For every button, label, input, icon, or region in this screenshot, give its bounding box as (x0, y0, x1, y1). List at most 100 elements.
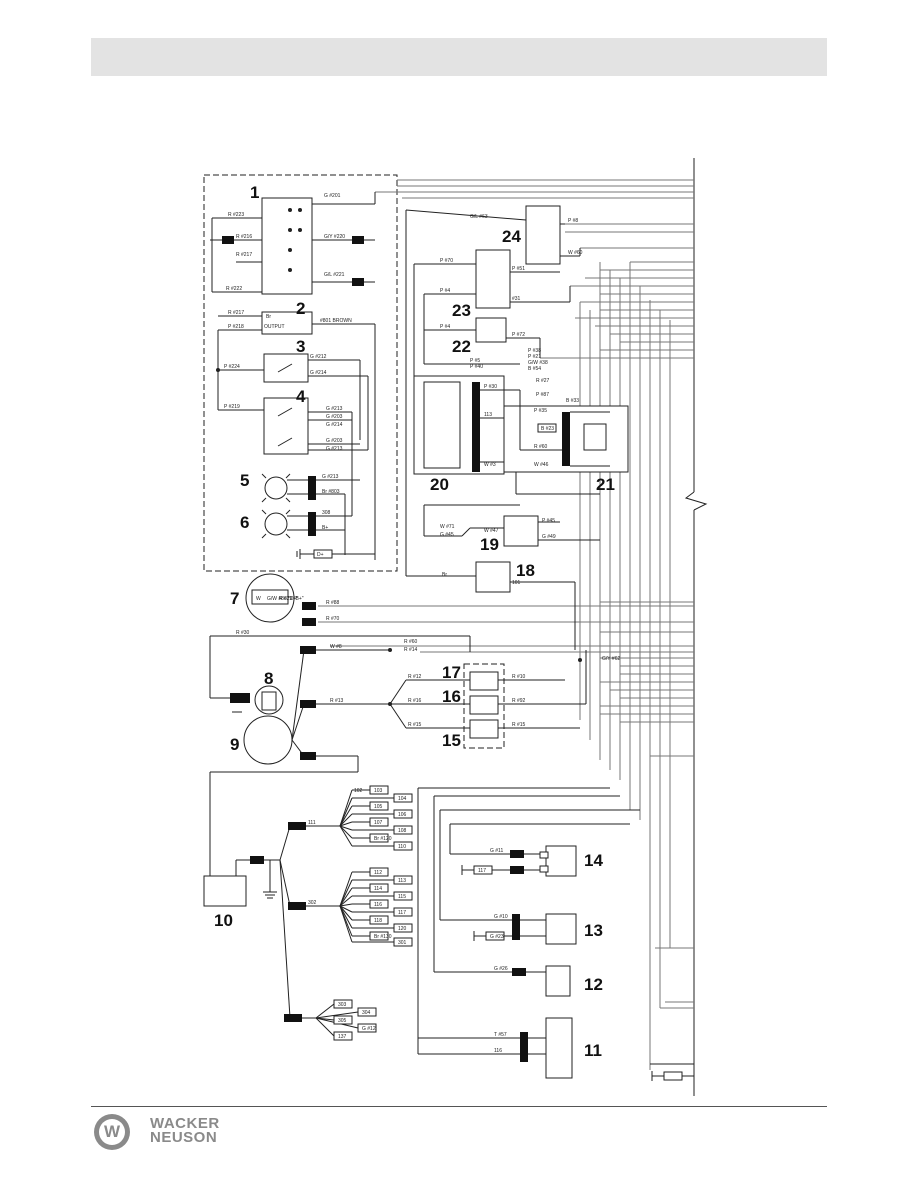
wire-label: W #71 (440, 524, 455, 530)
wire-label: W #47 (484, 528, 499, 534)
wire-label: R #14 (404, 647, 418, 653)
footer-rule (91, 1106, 827, 1107)
ground-label: 118 (374, 918, 382, 924)
wire-label: G #214 (310, 370, 327, 376)
ground-label: 103 (374, 788, 383, 794)
wire-label: Br (442, 572, 447, 578)
wire-label: G #213 (326, 446, 343, 452)
component-6-lamp (261, 494, 352, 555)
wire-label: R #92 (512, 698, 526, 704)
wire-label: G #45 (440, 532, 454, 538)
component-15-label: 15 (442, 731, 461, 750)
wire-label: P #219 (224, 404, 240, 410)
page-header-bar (91, 38, 827, 76)
wire-label: P #21 (528, 354, 541, 360)
ground-label: 105 (374, 804, 383, 810)
wire-label: P #87 (536, 392, 549, 398)
ground-bus-2 (306, 867, 413, 947)
wire-label: R #30 (236, 630, 250, 636)
ground-label: 107 (374, 820, 383, 826)
wire-label: W #8 (330, 644, 342, 650)
wire-label: G #203 (326, 414, 343, 420)
wire-label: R #216 (236, 234, 252, 240)
component-2-label: 2 (296, 299, 305, 318)
wire-label: P #4 (440, 288, 450, 294)
component-13-label: 13 (584, 921, 603, 940)
ground-308-label: D+ (317, 552, 324, 558)
component-4-label: 4 (296, 387, 306, 406)
wire-label: P #38 (528, 348, 541, 354)
wire-label: W #60 (568, 250, 583, 256)
ground-label: 120 (398, 926, 407, 932)
component-23-relay (414, 249, 571, 330)
component-17-label: 17 (442, 663, 461, 682)
component-18-label: 18 (516, 561, 535, 580)
wire-label: 113 (484, 412, 492, 418)
ground-label: 304 (362, 1010, 371, 1016)
wire-label: B #54 (528, 366, 541, 372)
component-1-label: 1 (250, 183, 259, 202)
wire-label: OUTPUT (264, 324, 285, 330)
component-20-label: 20 (430, 475, 449, 494)
wire-label: R #15 (512, 722, 526, 728)
wire-label: B #33 (566, 398, 579, 404)
wire-label: P #70 (440, 258, 453, 264)
ground-label: 303 (338, 1002, 347, 1008)
wire-label: R #13 (330, 698, 344, 704)
component-3-label: 3 (296, 337, 305, 356)
ground-bus-1 (306, 785, 413, 851)
wire-label: P #35 (534, 408, 547, 414)
wire-label: Br #803 (322, 489, 340, 495)
component-11-label: 11 (584, 1041, 602, 1060)
fuse-enclosure (463, 663, 505, 749)
wire-label: P #4 (440, 324, 450, 330)
ground-label: 112 (374, 870, 382, 876)
wire-label: R #12 (408, 674, 422, 680)
component-12-label: 12 (584, 975, 603, 994)
ground-label: 106 (398, 812, 407, 818)
ground-label: 117 (478, 868, 486, 874)
wire-label: 302 (308, 900, 317, 906)
wire-label: P #8 (568, 218, 578, 224)
wire-label: G #201 (324, 193, 341, 199)
ground-label: 137 (338, 1034, 347, 1040)
component-16-label: 16 (442, 687, 461, 706)
component-5-lamp (261, 473, 360, 503)
wire-label: G/L #63 (470, 214, 488, 220)
component-numbers: 1 2 3 4 5 6 7 8 9 10 11 12 13 14 15 16 1… (214, 183, 615, 1060)
wire-label: G/L #221 (324, 272, 345, 278)
component-21-label: 21 (596, 475, 615, 494)
wire-label: G #26 (494, 966, 508, 972)
ground-label: 116 (374, 902, 382, 908)
wire-label: G/Y #62 (602, 656, 620, 662)
component-13-sensor (439, 809, 640, 945)
wire-label: P #72 (512, 332, 525, 338)
wire-label: G #213 (326, 406, 343, 412)
wire-label: G/Y #220 (324, 234, 345, 240)
wire-label: G #213 (322, 474, 339, 480)
wire-label: P #5 (470, 358, 480, 364)
component-1-key-switch (210, 192, 376, 295)
ground-label: 104 (398, 796, 407, 802)
wire-label: #31 (512, 296, 521, 302)
component-10-label: 10 (214, 911, 233, 930)
ground-label: 117 (398, 910, 406, 916)
wire-label: R #222 (226, 286, 242, 292)
wire-label: G #49 (542, 534, 556, 540)
component-8-starter-solenoid (209, 635, 471, 715)
wire-label: G #214 (326, 422, 343, 428)
wire-label: T #57 (494, 1032, 507, 1038)
wire-label: R #70 (326, 616, 340, 622)
wacker-neuson-logo-icon: W (94, 1114, 130, 1150)
component-23-label: 23 (452, 301, 471, 320)
component-9-label: 9 (230, 735, 239, 754)
wire-label: R #15 (408, 722, 422, 728)
wire-label: R #60 (534, 444, 548, 450)
component-11-sensor (417, 787, 610, 1079)
wire-label: B #23 (541, 426, 554, 432)
wire-label: G #11 (490, 848, 503, 854)
component-12-sensor (433, 795, 620, 997)
component-19-label: 19 (480, 535, 499, 554)
component-9-starter-motor (209, 646, 470, 876)
